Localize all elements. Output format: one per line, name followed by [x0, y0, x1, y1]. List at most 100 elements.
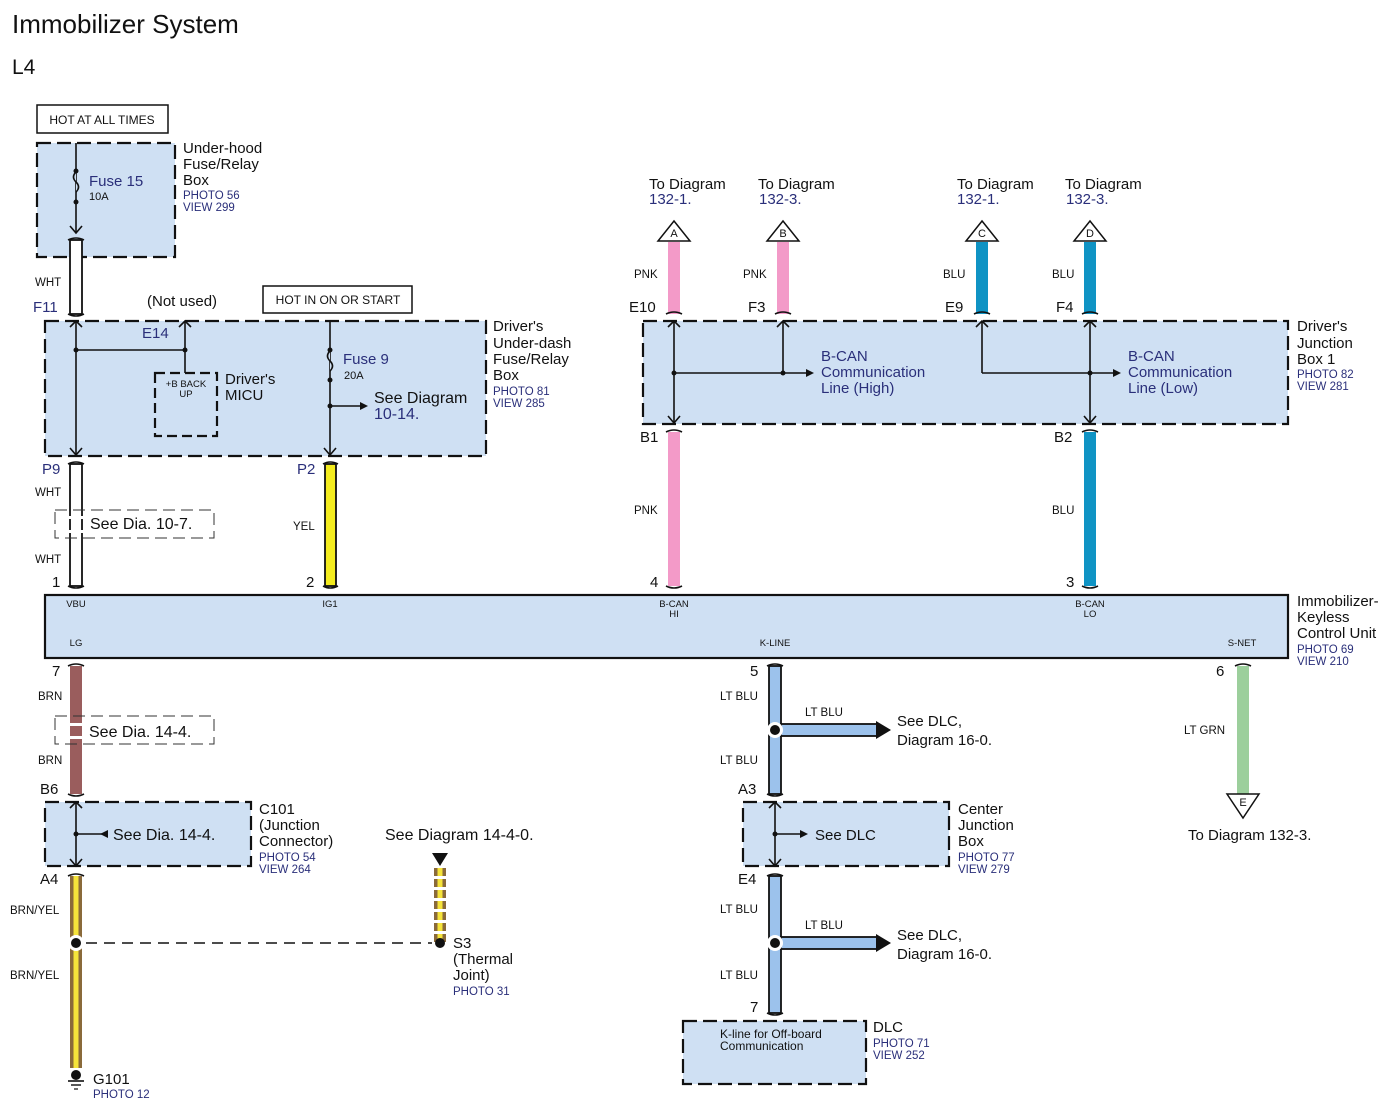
wire-lt-grn-s-net[interactable]: 6 LT GRN E To Diagram 132-3. [1184, 663, 1311, 844]
wire-lt-blu-k-line[interactable]: 5 LT BLU LT BLU LT BLU See DLC, Diagram … [720, 663, 992, 798]
svg-text:Communication: Communication [1128, 364, 1232, 381]
underhood-name-1: Under-hood [183, 140, 262, 157]
page-title: Immobilizer System [12, 9, 239, 39]
svg-text:BLU: BLU [943, 269, 965, 281]
wire-brn-lg[interactable]: 7 BRN BRN See Dia. 14-4. B6 [38, 663, 215, 798]
svg-text:E: E [1239, 797, 1246, 809]
fuse-15-icon [72, 171, 80, 193]
wire-dash-segment-core [437, 923, 443, 931]
pin-7: 7 [52, 663, 60, 680]
svg-text:Driver's: Driver's [493, 318, 543, 335]
svg-text:Box 1: Box 1 [1297, 351, 1335, 368]
arrow-right-icon [876, 934, 891, 952]
see-diagram-10-14[interactable]: See Diagram [374, 390, 467, 407]
c101-junction-connector[interactable]: See Dia. 14-4. C101 (Junction Connector)… [43, 800, 333, 876]
underhood-photo[interactable]: PHOTO 56 [183, 190, 240, 202]
to-diagram-a[interactable]: To Diagram 132-1. A PNK E10 [629, 176, 726, 316]
wire-wht-f11[interactable]: WHT F11 [33, 237, 85, 317]
underdash-view[interactable]: VIEW 285 [493, 398, 545, 410]
s3-photo[interactable]: PHOTO 31 [453, 986, 510, 998]
svg-text:C101: C101 [259, 801, 295, 818]
svg-text:Joint): Joint) [453, 967, 490, 984]
to-diagram-b[interactable]: To Diagram 132-3. B PNK F3 [743, 176, 835, 316]
svg-text:Line (Low): Line (Low) [1128, 380, 1198, 397]
wire-wht-p9[interactable]: P9 WHT WHT 1 See Dia. 10-7. [35, 461, 215, 591]
control-unit-outline [43, 593, 1290, 660]
s3-thermal-joint[interactable]: See Diagram 14-4-0. S3 (Thermal Joint) P… [385, 827, 534, 998]
center-jb-photo[interactable]: PHOTO 77 [958, 852, 1015, 864]
pin-1: 1 [52, 574, 60, 591]
svg-text:LT GRN: LT GRN [1184, 725, 1225, 737]
svg-text:B: B [779, 228, 786, 240]
junction-box-1[interactable]: B-CAN Communication Line (High) B-CAN Co… [641, 318, 1354, 426]
underhood-name-2: Fuse/Relay [183, 156, 259, 173]
see-dlc-center[interactable]: See DLC [815, 827, 876, 844]
connector-e-triangle [1225, 793, 1261, 820]
splice-point [71, 938, 81, 948]
center-jb-view[interactable]: VIEW 279 [958, 864, 1010, 876]
dlc-outline [681, 1019, 868, 1086]
c101-view[interactable]: VIEW 264 [259, 864, 311, 876]
svg-text:LT BLU: LT BLU [805, 920, 843, 932]
page-subtitle: L4 [12, 56, 36, 79]
connector-e9: E9 [945, 299, 963, 316]
svg-text:(Junction: (Junction [259, 817, 320, 834]
wire-pnk-b1[interactable]: B1 PNK 4 [634, 429, 683, 591]
immobilizer-control-unit[interactable]: VBU IG1 B-CAN HI B-CAN LO LG K-LINE S-NE… [43, 593, 1379, 668]
wire-lt-blu-dlc[interactable]: E4 LT BLU LT BLU LT BLU See DLC, Diagram… [720, 871, 992, 1016]
see-dlc-16-0-lower[interactable]: See DLC, [897, 927, 962, 944]
svg-text:Diagram 16-0.[interactable]: Diagram 16-0. [897, 732, 992, 749]
svg-text:BRN/YEL: BRN/YEL [10, 905, 60, 917]
svg-text:Box: Box [958, 833, 984, 850]
svg-text:PNK: PNK [634, 269, 658, 281]
svg-text:LT BLU: LT BLU [805, 707, 843, 719]
control-unit-photo[interactable]: PHOTO 69 [1297, 644, 1354, 656]
center-junction-box[interactable]: See DLC Center Junction Box PHOTO 77 VIE… [741, 800, 1015, 876]
arrow-up-icon [178, 319, 192, 328]
arrow-down-icon [69, 225, 83, 235]
connector-f4: F4 [1056, 299, 1074, 316]
to-diagram-c[interactable]: To Diagram 132-1. C BLU E9 [943, 176, 1034, 316]
svg-text:Line (High): Line (High) [821, 380, 894, 397]
connector-p9: P9 [42, 461, 60, 478]
connector-f3: F3 [748, 299, 766, 316]
wire-yel-p2[interactable]: P2 YEL 2 [293, 461, 339, 591]
see-dia-10-7[interactable]: See Dia. 10-7. [90, 516, 192, 533]
svg-text:Center: Center [958, 801, 1003, 818]
pin-5: 5 [750, 663, 758, 680]
control-unit-view[interactable]: VIEW 210 [1297, 656, 1349, 668]
connector-e10: E10 [629, 299, 656, 316]
svg-text:BRN: BRN [38, 691, 62, 703]
see-dlc-16-0-upper[interactable]: See DLC, [897, 713, 962, 730]
g101-photo[interactable]: PHOTO 12 [93, 1089, 150, 1101]
underdash-fuse-box[interactable]: E14 +B BACK UP Driver's MICU Fuse 9 20A … [43, 318, 571, 458]
dlc-view[interactable]: VIEW 252 [873, 1050, 925, 1062]
svg-text:Box: Box [493, 367, 519, 384]
junction-box-1-photo[interactable]: PHOTO 82 [1297, 369, 1354, 381]
see-diagram-14-4-0[interactable]: See Diagram 14-4-0. [385, 827, 534, 844]
underhood-view[interactable]: VIEW 299 [183, 202, 235, 214]
svg-text:10-14.[interactable]: 10-14. [374, 406, 419, 423]
connector-e14: E14 [142, 325, 169, 342]
c101-photo[interactable]: PHOTO 54 [259, 852, 316, 864]
dlc-connector[interactable]: K-line for Off-board Communication DLC P… [681, 1019, 930, 1086]
svg-text:Fuse/Relay: Fuse/Relay [493, 351, 569, 368]
wire-brn-yel-ground[interactable]: A4 BRN/YEL BRN/YEL G101 PHOTO 12 [10, 871, 432, 1101]
hot-at-all-times-label: HOT AT ALL TIMES [49, 113, 154, 127]
wire-blu-b2[interactable]: B2 BLU 3 [1052, 429, 1099, 591]
fuse-15-label: Fuse 15 [89, 173, 143, 190]
underhood-box-outline [35, 141, 177, 259]
wire-dash-segment-core [437, 868, 443, 876]
svg-text:PNK: PNK [743, 269, 767, 281]
see-dia-14-4-wire[interactable]: See Dia. 14-4. [89, 724, 191, 741]
to-diagram-d[interactable]: To Diagram 132-3. D BLU F4 [1052, 176, 1142, 316]
dlc-photo[interactable]: PHOTO 71 [873, 1038, 930, 1050]
wire-dash-segment-core [437, 879, 443, 887]
underdash-photo[interactable]: PHOTO 81 [493, 386, 550, 398]
see-dia-14-4-c101[interactable]: See Dia. 14-4. [113, 827, 215, 844]
connector-f11: F11 [33, 299, 58, 316]
underhood-fuse-box[interactable]: HOT AT ALL TIMES Fuse 15 10A Under-hood … [35, 104, 262, 259]
junction-box-1-view[interactable]: VIEW 281 [1297, 381, 1349, 393]
to-diagram-132-3-e[interactable]: To Diagram 132-3. [1188, 827, 1311, 844]
svg-text:Diagram 16-0.[interactable]: Diagram 16-0. [897, 946, 992, 963]
